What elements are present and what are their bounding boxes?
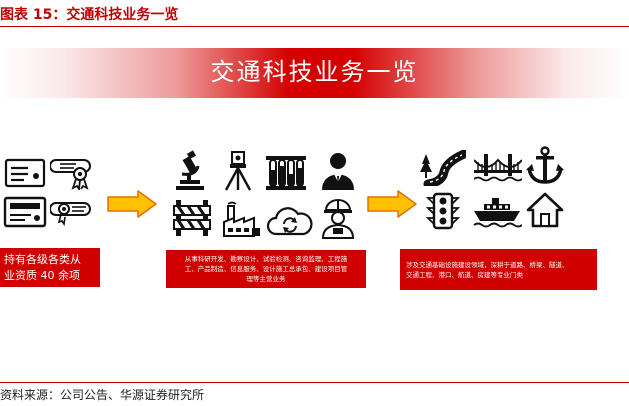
microscope-icon	[172, 150, 208, 192]
domains-text: 涉及交通基础设施建设领域，深耕于道路、桥梁、隧道、交通工程、港口、航道、房建等专…	[406, 260, 569, 279]
id-card-icon	[3, 196, 47, 228]
domains-box: 涉及交通基础设施建设领域，深耕于道路、桥梁、隧道、交通工程、港口、航道、房建等专…	[400, 249, 597, 290]
engineer-icon	[320, 198, 356, 240]
surveying-tripod-icon	[222, 150, 254, 192]
source-rule	[0, 382, 629, 383]
road-barrier-icon	[172, 198, 212, 238]
house-icon	[526, 192, 564, 228]
traffic-light-icon	[426, 192, 460, 230]
services-box: 从事科研开发、勘察设计、试验检测、咨询监理、工程施工、产品制造、信息服务、设计施…	[166, 250, 366, 288]
arrow-right-2	[366, 189, 418, 219]
bridge-icon	[474, 152, 522, 184]
figure-title: 图表 15：交通科技业务一览	[0, 7, 179, 23]
services-text: 从事科研开发、勘察设计、试验检测、咨询监理、工程施工、产品制造、信息服务、设计施…	[184, 255, 348, 283]
cloud-sync-icon	[266, 204, 314, 238]
diploma-ribbon-icon	[50, 154, 92, 190]
banner-title: 交通科技业务一览	[210, 58, 419, 86]
road-icon	[420, 150, 466, 186]
factory-icon	[222, 200, 264, 238]
qualification-box: 持有各级各类从业资质 40 余项	[0, 248, 100, 287]
seal-ribbon-icon	[50, 195, 94, 229]
qualification-text: 持有各级各类从业资质 40 余项	[4, 252, 81, 282]
arrow-right-1	[106, 189, 158, 219]
ship-icon	[472, 196, 522, 228]
source-note: 资料来源：公司公告、华源证券研究所	[0, 388, 205, 402]
anchor-icon	[526, 146, 564, 186]
businessman-icon	[320, 150, 356, 192]
test-tubes-icon	[264, 150, 308, 192]
title-rule	[0, 26, 629, 27]
banner	[0, 48, 629, 98]
certificate-icon	[4, 157, 46, 189]
